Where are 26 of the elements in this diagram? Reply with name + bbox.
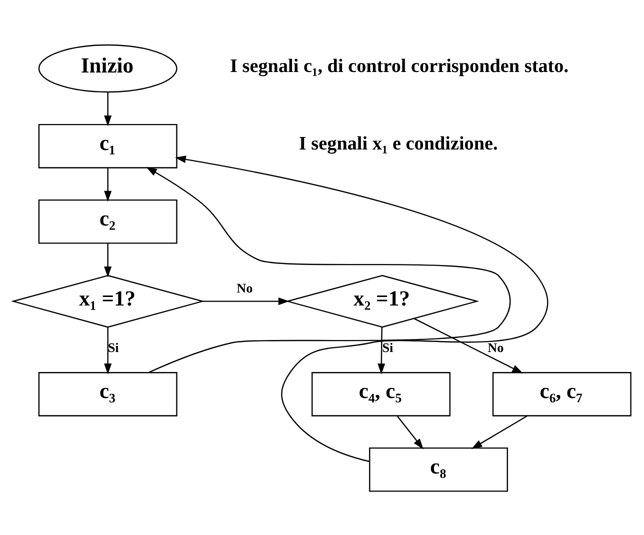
node-diamond: x₂ =1? [285, 274, 480, 328]
arrow [104, 326, 112, 374]
edge-label: Si [108, 339, 119, 354]
label: I segnali c₁, di control corrisponden stato. [230, 55, 569, 76]
arrow [146, 166, 511, 373]
node-box: c₈ [369, 446, 508, 492]
arrow [378, 326, 386, 374]
node-box: c₁ [38, 123, 178, 168]
label: I segnali x₁ e condizione. [298, 133, 498, 154]
node-ellipse: Inizio [38, 44, 178, 92]
edge-label: Si [382, 339, 394, 354]
node-diamond: x₁ =1? [10, 274, 205, 328]
arrow [396, 415, 424, 449]
node-box: c₄, c₅ [312, 372, 450, 416]
arrow [414, 317, 523, 373]
node-box: c₃ [38, 372, 178, 416]
arrow [104, 168, 112, 202]
edge-label: No [236, 280, 253, 296]
node-box: c₆, c₇ [492, 372, 632, 416]
node-box: c₂ [38, 198, 178, 244]
arrow [104, 243, 112, 277]
edge-label: No [488, 339, 504, 354]
arrow [104, 92, 112, 126]
arrow [202, 297, 290, 305]
arrow [175, 155, 548, 462]
arrow [471, 414, 528, 448]
